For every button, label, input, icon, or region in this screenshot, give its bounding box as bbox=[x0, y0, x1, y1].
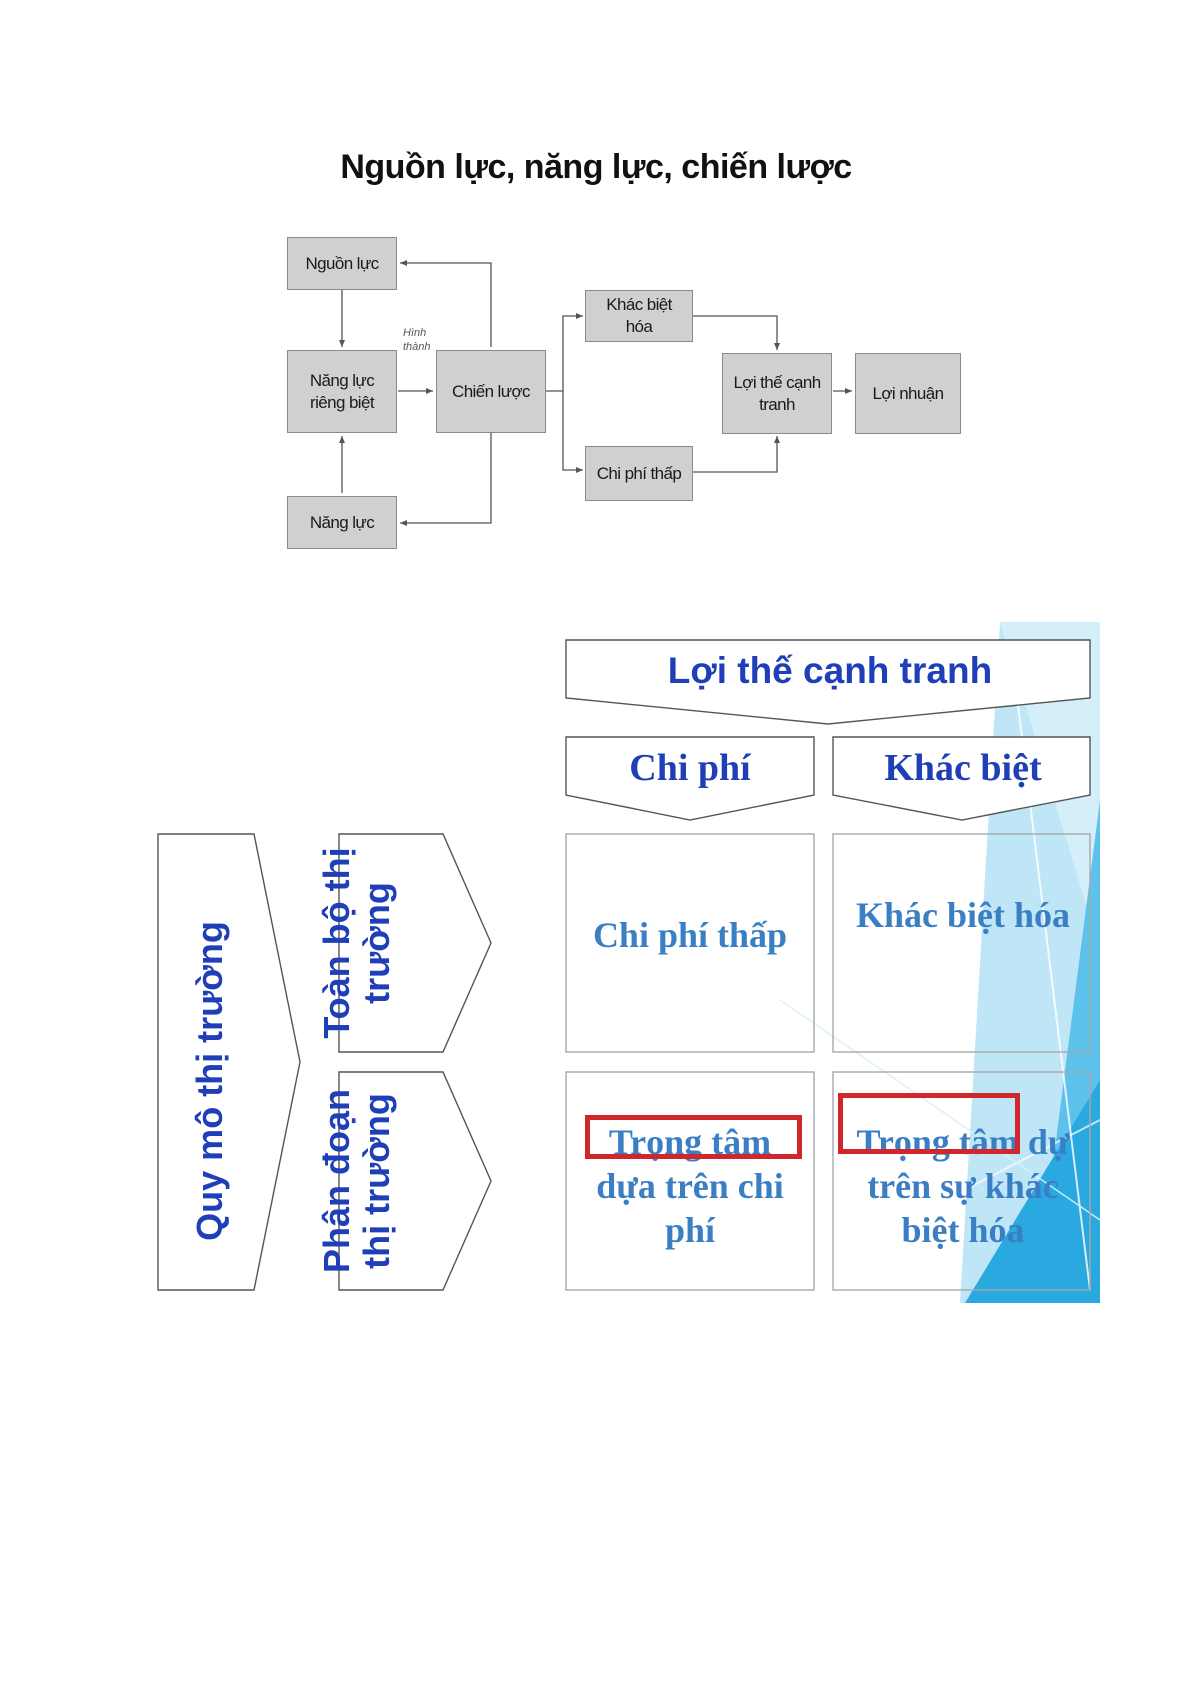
cell-differentiation: Khác biệt hóa bbox=[855, 895, 1070, 935]
edge-strategy-to-lowcost bbox=[562, 391, 583, 473]
column-label-differentiation: Khác biệt bbox=[884, 747, 1042, 789]
node-competitive-advantage: Lợi thế cạnh tranh bbox=[722, 353, 832, 434]
row-whole-arrow bbox=[338, 833, 492, 1053]
row-axis-label: Quy mô thị trường bbox=[189, 921, 230, 1241]
cell-focus-differentiation: Trọng tâm dự trên sự khác biệt hóa bbox=[856, 1122, 1070, 1250]
cell-focus-cost-frame bbox=[565, 1071, 815, 1291]
node-capabilities: Năng lực bbox=[287, 496, 397, 549]
row-segment-arrow bbox=[338, 1071, 492, 1291]
node-distinctive-competence: Năng lực riêng biệt bbox=[287, 350, 397, 433]
edge-strategy-split bbox=[545, 313, 583, 392]
row-label-whole-market: Toàn bộ thị trường bbox=[316, 847, 397, 1039]
col-diff-arrow bbox=[832, 736, 1091, 821]
edge-strategy-to-resources bbox=[400, 260, 492, 347]
node-low-cost: Chi phí thấp bbox=[585, 446, 693, 501]
node-differentiation: Khác biệt hóa bbox=[585, 290, 693, 342]
cell-differentiation-frame bbox=[832, 833, 1091, 1053]
node-strategy: Chiến lược bbox=[436, 350, 546, 433]
edge-diff-to-advantage bbox=[692, 315, 780, 350]
diagram-title: Nguồn lực, năng lực, chiến lược bbox=[340, 148, 852, 186]
edge-note-formation: Hình thành bbox=[403, 327, 431, 353]
row-axis-arrow bbox=[157, 833, 301, 1291]
header-arrow bbox=[565, 639, 1091, 725]
highlight-focus-cost bbox=[585, 1115, 802, 1159]
highlight-focus-diff bbox=[838, 1093, 1020, 1154]
header-competitive-advantage: Lợi thế cạnh tranh bbox=[667, 650, 993, 691]
edge-lowcost-to-advantage bbox=[692, 436, 780, 473]
column-label-cost: Chi phí bbox=[629, 747, 751, 789]
node-resources: Nguồn lực bbox=[287, 237, 397, 290]
col-cost-arrow bbox=[565, 736, 815, 821]
cell-low-cost: Chi phí thấp bbox=[592, 915, 788, 955]
flow-connectors bbox=[339, 260, 852, 526]
cell-focus-diff-frame bbox=[832, 1071, 1091, 1291]
cell-low-cost-frame bbox=[565, 833, 815, 1053]
node-profit: Lợi nhuận bbox=[855, 353, 961, 434]
edge-strategy-to-capabilities bbox=[400, 433, 492, 526]
row-label-segment-market: Phân đoạn thị trường bbox=[316, 1089, 397, 1274]
